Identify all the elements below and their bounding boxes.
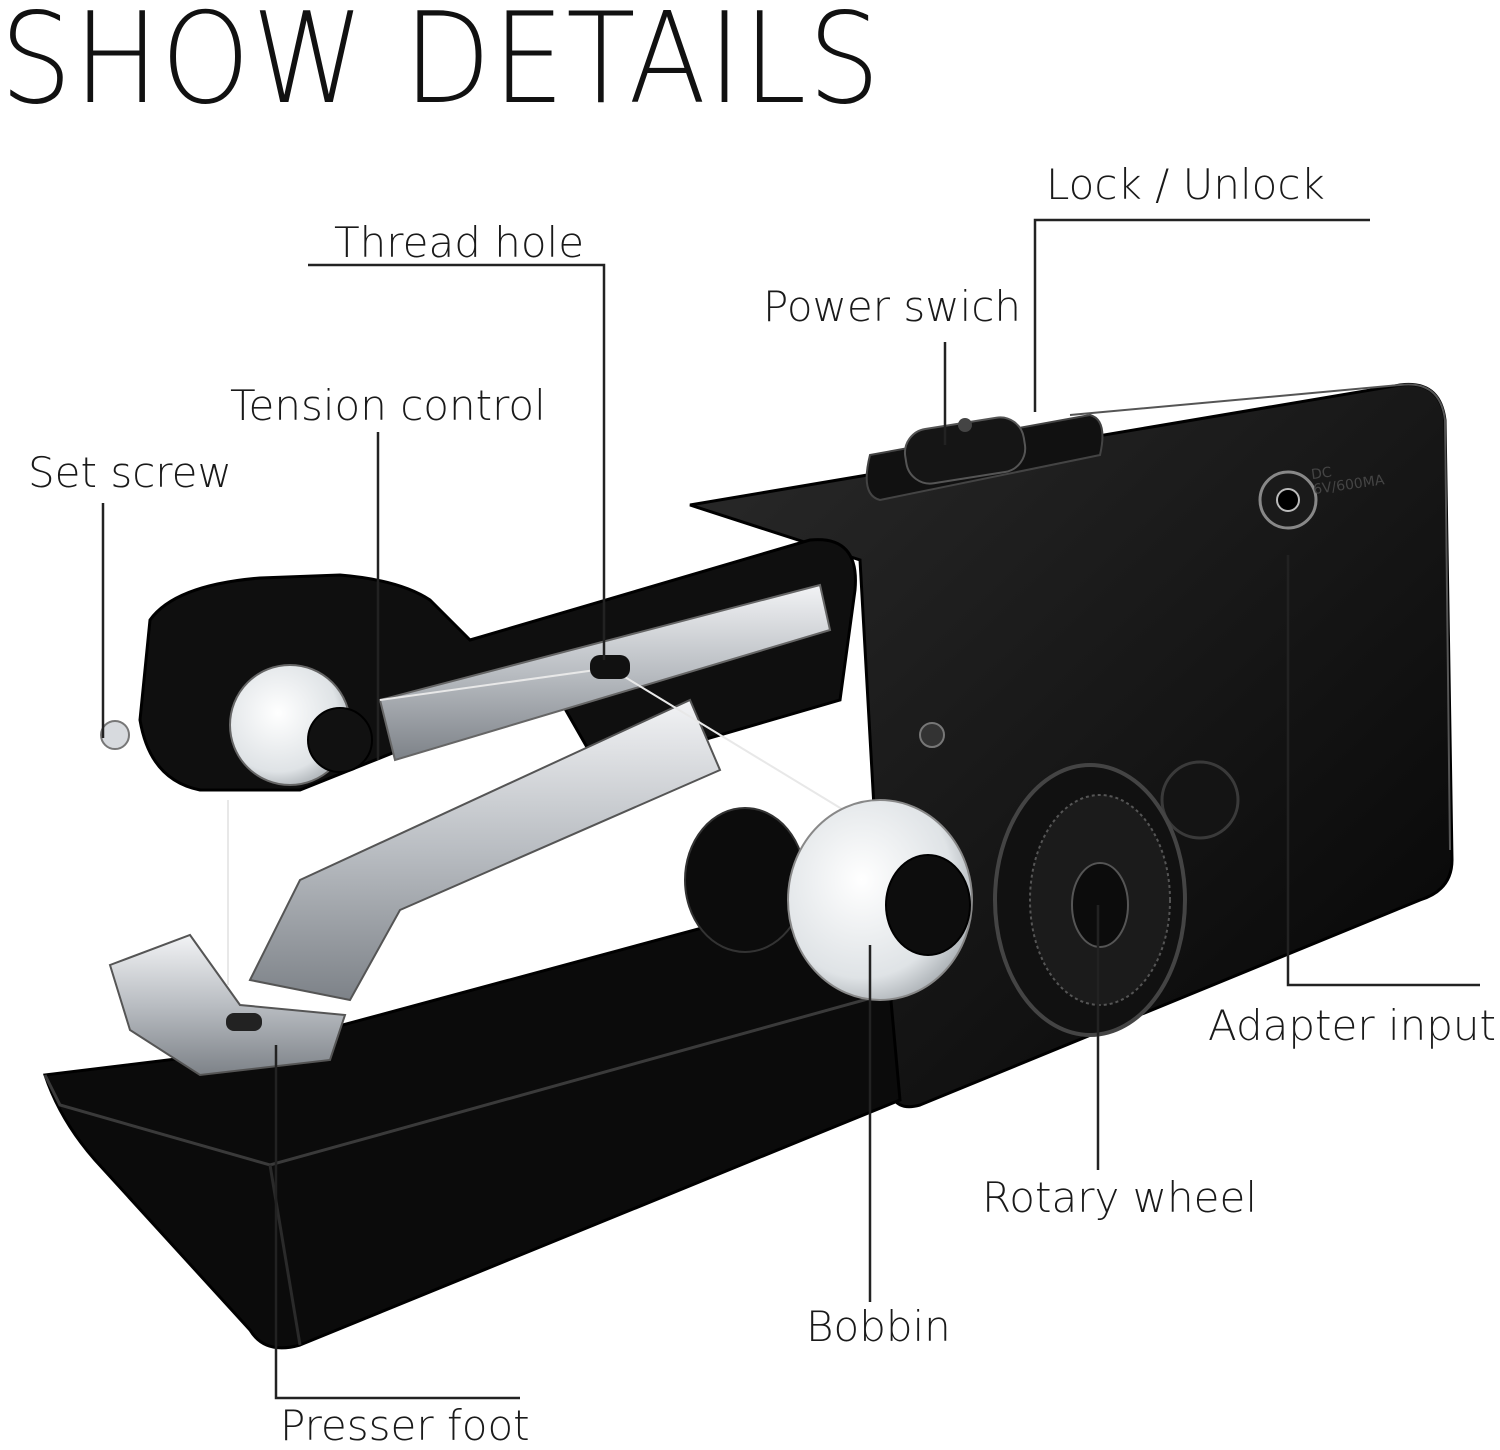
label-tension-control: Tension control	[230, 381, 546, 430]
label-adapter-input: Adapter input	[1208, 1001, 1497, 1050]
label-lock-unlock: Lock / Unlock	[1046, 160, 1325, 209]
machine-body	[42, 382, 1454, 1350]
label-thread-hole: Thread hole	[334, 218, 585, 267]
label-presser-foot: Presser foot	[280, 1401, 530, 1450]
label-power-switch: Power swich	[763, 282, 1021, 331]
label-rotary-wheel: Rotary wheel	[982, 1173, 1257, 1222]
label-set-screw: Set screw	[28, 448, 232, 497]
label-bobbin: Bobbin	[806, 1302, 951, 1351]
page-title: SHOW DETAILS	[0, 0, 882, 132]
leader-lines	[101, 218, 1480, 1400]
